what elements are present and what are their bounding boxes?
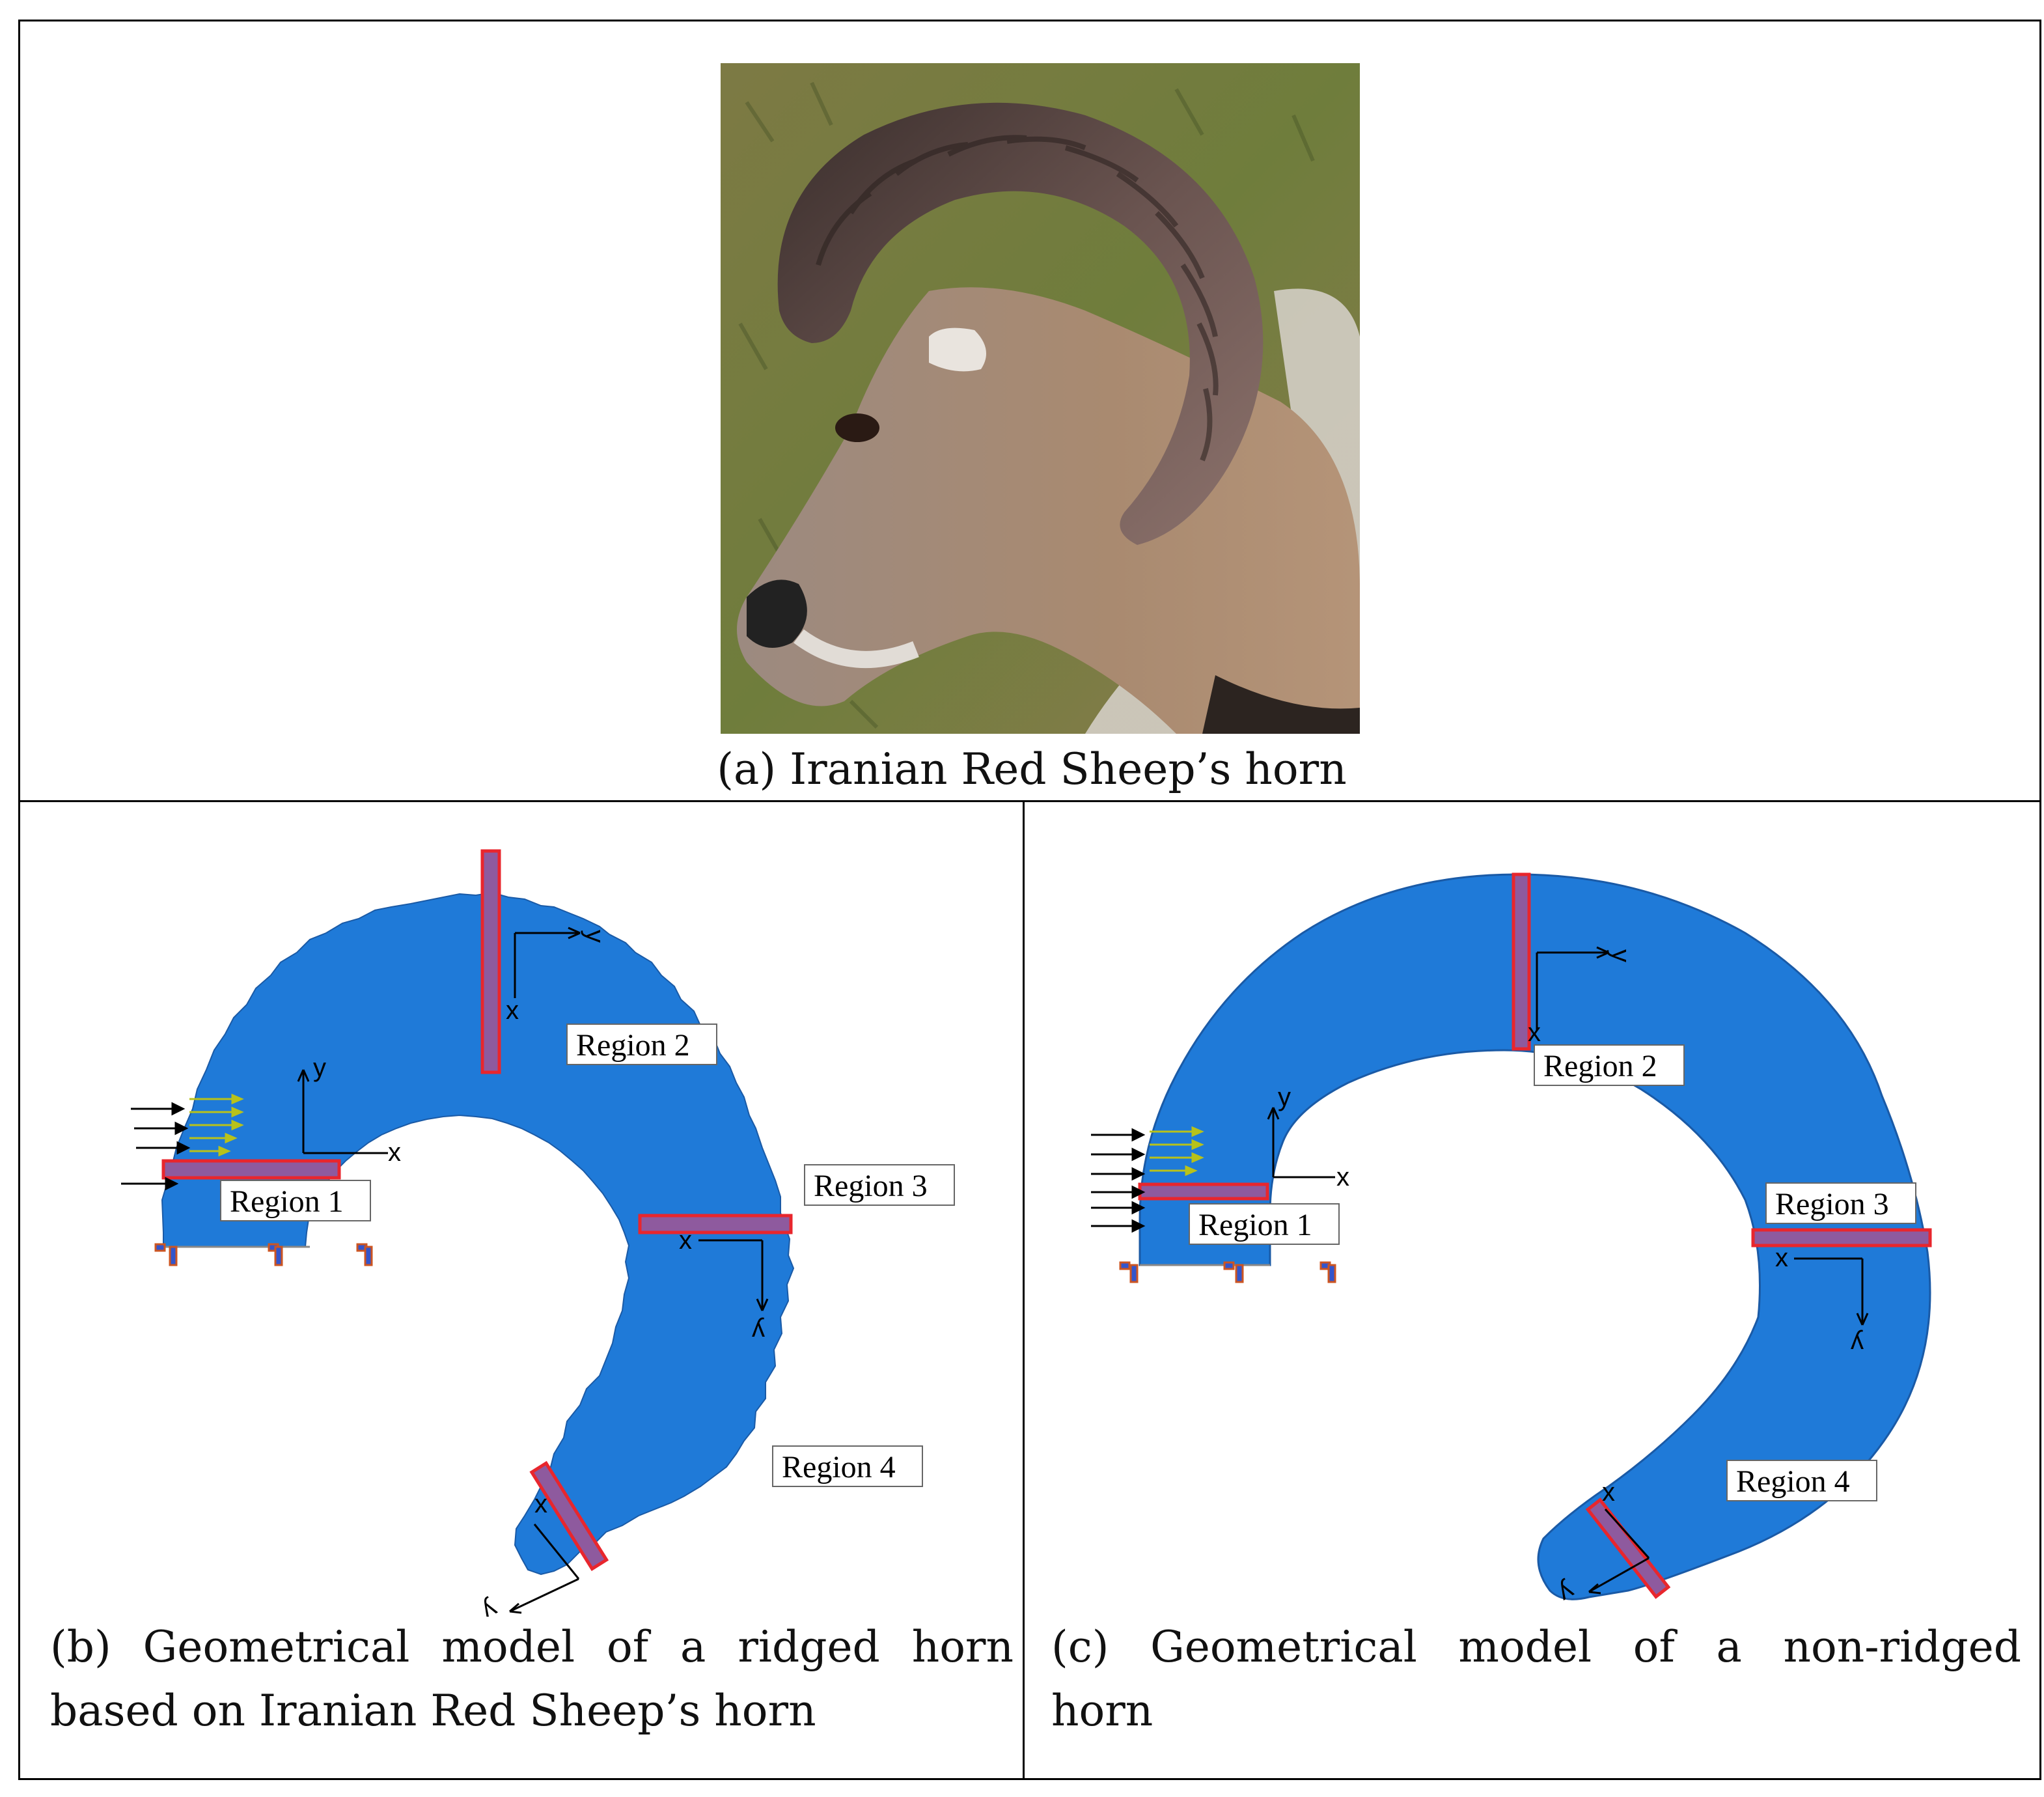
caption-b-line-2: based on Iranian Red Sheep’s horn <box>50 1686 816 1736</box>
axes-region-1 <box>1267 1107 1335 1178</box>
region-2-band <box>480 849 501 1074</box>
axes-region-3 <box>698 1239 769 1311</box>
axes-region-2 <box>1536 946 1609 1031</box>
caption-c-line-2: horn <box>1051 1686 1153 1736</box>
region-1-band <box>1138 1182 1269 1201</box>
axis-x-label-r3: x <box>1775 1244 1788 1272</box>
region-2-label: Region 2 <box>576 1028 690 1063</box>
load-arrows <box>1091 1128 1146 1233</box>
column-divider <box>1023 800 1025 1780</box>
axis-x-label-r3: x <box>679 1226 692 1255</box>
axis-y-label-r2: y <box>1607 949 1635 962</box>
sheep-eye <box>835 413 879 442</box>
axis-y-label-r1: y <box>313 1053 326 1082</box>
axes-region-1 <box>297 1069 388 1154</box>
figure-table: (a) Iranian Red Sheep’s horn <box>18 20 2041 1780</box>
region-1-band <box>161 1159 341 1180</box>
sheep-horn <box>777 102 1264 545</box>
row-divider <box>20 800 2039 802</box>
caption-c-line-1: (c) Geometrical model of a non-ridged <box>1051 1622 2021 1672</box>
axis-x-label-r1: x <box>388 1138 401 1167</box>
region-3-band <box>1751 1228 1932 1247</box>
axis-x-label-r2: x <box>506 996 519 1025</box>
region-4-band <box>1585 1498 1671 1599</box>
caption-a: (a) Iranian Red Sheep’s horn <box>717 744 1347 794</box>
sheep-photo <box>721 63 1360 734</box>
region-labels: Region 1 Region 2 Region 3 Region 4 <box>1189 1044 1916 1501</box>
region-4-label: Region 4 <box>782 1450 896 1484</box>
axis-y-label-r1: y <box>1278 1083 1291 1111</box>
axis-x-label-r4: x <box>534 1490 547 1518</box>
sheep-ear <box>929 327 986 372</box>
region-2-label: Region 2 <box>1543 1049 1657 1083</box>
boundary-supports <box>154 1243 373 1266</box>
axes-region-3 <box>1794 1257 1869 1326</box>
caption-c: (c) Geometrical model of a non-ridged ho… <box>1051 1615 2021 1743</box>
load-arrows <box>121 1102 191 1191</box>
axis-x-label-r2: x <box>1528 1018 1541 1047</box>
caption-b-line-1: (b) Geometrical model of a ridged horn <box>50 1622 1014 1672</box>
pressure-arrows <box>189 1093 244 1157</box>
boundary-supports <box>1119 1261 1336 1283</box>
region-2-band <box>1512 872 1531 1051</box>
neck-dark-fur <box>1202 675 1360 734</box>
pressure-arrows <box>1150 1126 1204 1177</box>
ridged-horn-model: y x y x y x x y Region 1 Region 2 Region… <box>121 849 955 1617</box>
axes-region-4 <box>1588 1509 1650 1595</box>
axis-y-label-r2: y <box>581 930 609 943</box>
region-3-label: Region 3 <box>814 1169 928 1203</box>
region-labels: Region 1 Region 2 Region 3 Region 4 <box>220 1024 955 1487</box>
region-1-label: Region 1 <box>1198 1208 1312 1242</box>
axis-y-label-r3: y <box>752 1317 765 1346</box>
region-3-label: Region 3 <box>1775 1187 1889 1221</box>
axes-region-4 <box>509 1524 580 1614</box>
axis-x-label-r4: x <box>1602 1478 1615 1507</box>
caption-b: (b) Geometrical model of a ridged horn b… <box>50 1615 1014 1743</box>
region-4-label: Region 4 <box>1736 1464 1850 1499</box>
region-1-label: Region 1 <box>230 1184 344 1219</box>
axes-region-2 <box>514 926 581 998</box>
region-3-band <box>638 1214 793 1234</box>
sheep-photo-illustration <box>721 63 1360 734</box>
nonridged-horn-model: y x y x y x x y Region 1 Region 2 Region… <box>1091 872 1932 1604</box>
region-4-band <box>529 1460 609 1571</box>
axis-x-label-r1: x <box>1336 1163 1349 1191</box>
axis-y-label-r3: y <box>1851 1330 1864 1358</box>
axis-y-label-r4: y <box>477 1595 503 1617</box>
sheep-nose <box>747 579 807 648</box>
